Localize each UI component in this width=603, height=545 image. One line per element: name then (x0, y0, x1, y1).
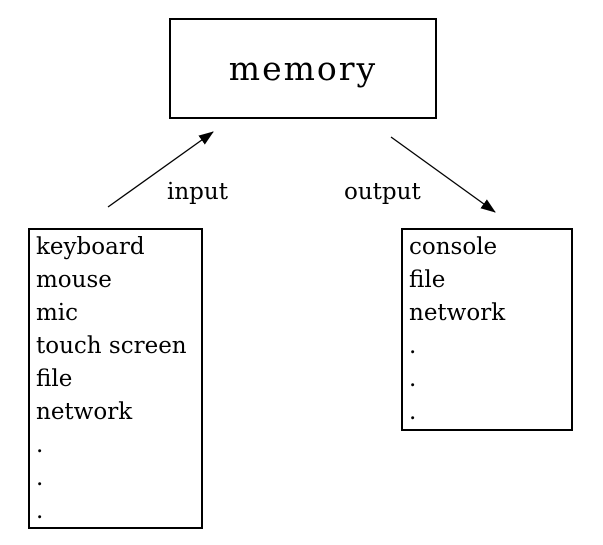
list-item: network (36, 399, 133, 425)
input-devices-box: keyboard mouse mic touch screen file network.… (28, 228, 203, 529)
list-item: mouse (36, 267, 112, 293)
output-devices-box: console file network... (401, 228, 573, 431)
memory-box-label: memory (228, 49, 378, 88)
output-devices-list: console file network... (403, 230, 571, 429)
list-item: file (409, 267, 446, 293)
list-item: network (409, 300, 506, 326)
list-item: . (36, 465, 44, 491)
input-arrow-label: input (167, 179, 228, 205)
list-item: . (36, 432, 44, 458)
output-arrow-label: output (344, 179, 421, 205)
list-item: . (36, 498, 44, 524)
memory-box: memory (169, 18, 437, 119)
list-item: mic (36, 300, 79, 326)
list-item: keyboard (36, 234, 145, 260)
input-arrow (107, 131, 214, 208)
list-item: console (409, 234, 498, 260)
list-item: . (409, 333, 417, 359)
list-item: . (409, 399, 417, 425)
list-item: touch screen (36, 333, 187, 359)
list-item: file (36, 366, 73, 392)
list-item: . (409, 366, 417, 392)
output-arrow (390, 136, 496, 213)
input-devices-list: keyboard mouse mic touch screen file network.… (30, 230, 201, 528)
